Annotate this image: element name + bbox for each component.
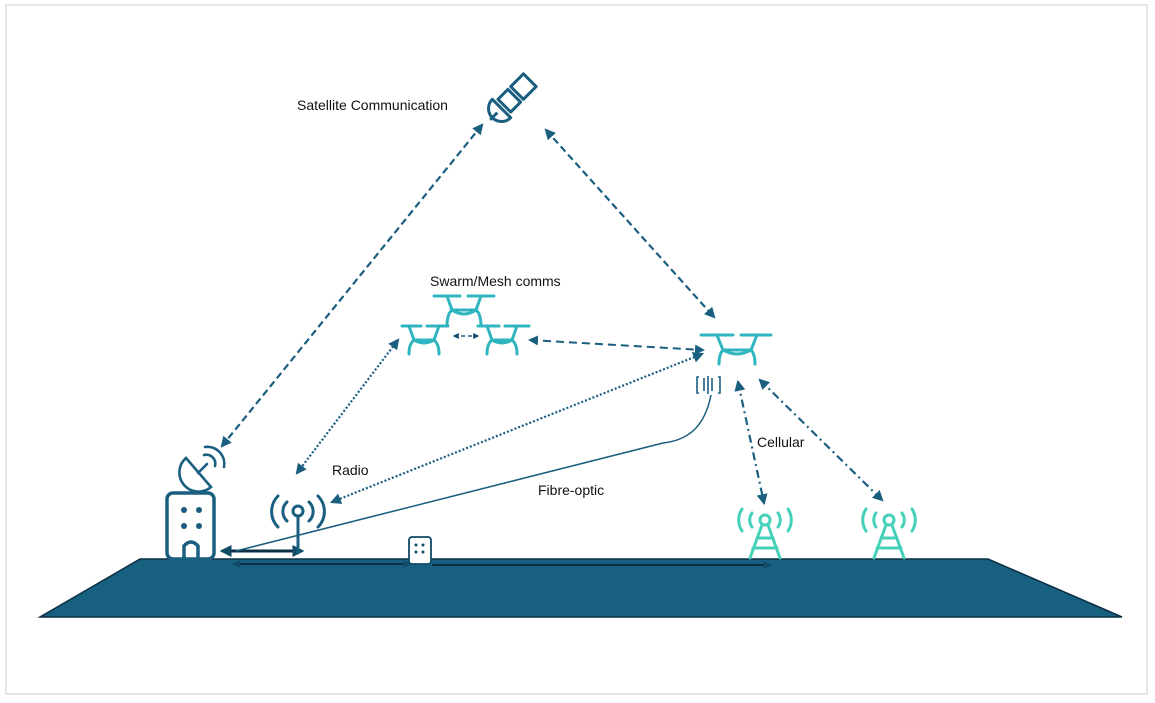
label-fibre-optic: Fibre-optic (538, 482, 605, 498)
satellite-icon (487, 72, 538, 123)
relay-box-icon (408, 536, 432, 565)
link-mesh (528, 335, 705, 355)
building-icon (165, 491, 216, 561)
link-cellular-2 (758, 378, 884, 502)
cell-tower-icon-1 (737, 507, 793, 560)
label-cellular: Cellular (757, 434, 805, 450)
swarm-drone-right (476, 324, 531, 356)
label-radio: Radio (332, 462, 369, 478)
ground-cable-links (219, 545, 772, 569)
satellite-dish-icon (178, 445, 226, 493)
lead-drone-icon (699, 333, 773, 366)
label-swarm: Swarm/Mesh comms (430, 273, 561, 289)
label-satellite: Satellite Communication (297, 97, 448, 113)
link-radio-swarm (295, 338, 400, 475)
link-satellite-dish (220, 123, 484, 448)
link-fibre-optic (235, 394, 712, 552)
cell-tower-icon-2 (861, 507, 917, 560)
fibre-spool-icon (696, 376, 721, 394)
swarm-drone-left (400, 324, 450, 356)
ground-plane (37, 558, 1123, 618)
swarm-drone-top (432, 294, 496, 328)
link-satellite-drone (544, 128, 716, 319)
link-radio-drone (329, 352, 705, 504)
radio-antenna-icon (270, 494, 326, 555)
